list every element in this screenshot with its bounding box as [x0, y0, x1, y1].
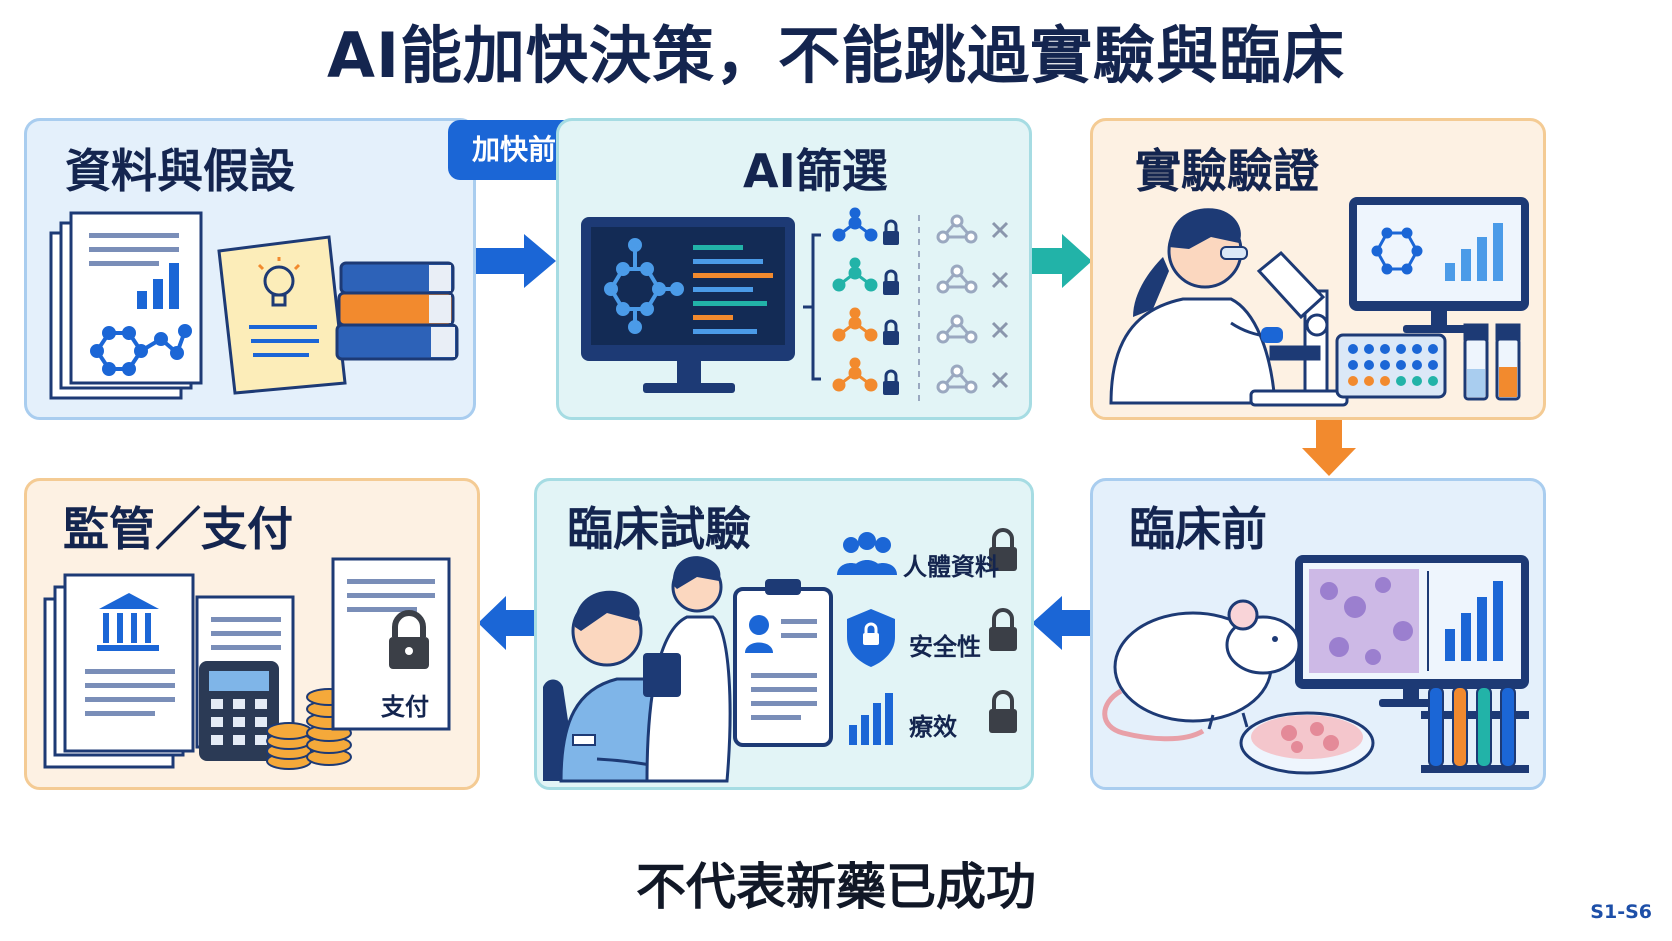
document-icon	[43, 573, 295, 769]
lightbulb-icon	[217, 235, 347, 395]
panel-preclinical: 臨床前	[1090, 478, 1546, 790]
lock-icon	[883, 219, 899, 395]
panel-title-trial: 臨床試驗	[567, 502, 751, 556]
trial-item-efficacy: 療效	[909, 713, 957, 741]
molecule-icon	[832, 207, 878, 392]
monitor-icon	[1295, 555, 1529, 707]
panel-experiment: 實驗驗證	[1090, 118, 1546, 420]
panel-title-screen: AI篩選	[743, 144, 888, 198]
trial-illustration	[543, 528, 1017, 783]
lock-icon	[389, 610, 429, 669]
panel-clinical-trial: 臨床試驗	[534, 478, 1034, 790]
slide-code: S1-S6	[1590, 901, 1652, 923]
panel-regulation-payment: 監管／支付	[24, 478, 480, 790]
x-icon	[991, 221, 1009, 389]
pay-label: 支付	[381, 693, 429, 721]
monitor-icon	[1349, 197, 1529, 333]
doctor-icon	[643, 556, 732, 783]
shield-icon	[847, 609, 895, 667]
panel-ai-screening: AI篩選	[556, 118, 1032, 420]
data-illustration	[49, 211, 459, 400]
petri-dish-icon	[1239, 711, 1375, 775]
arrow-right-1	[476, 234, 556, 288]
document-icon	[49, 211, 203, 400]
microscope-icon	[1249, 250, 1349, 407]
document-icon	[331, 557, 451, 731]
trial-item-human-data: 人體資料	[903, 553, 999, 581]
preclinical-illustration	[1102, 555, 1529, 775]
screening-illustration	[581, 207, 1009, 401]
books-icon	[335, 261, 459, 361]
arrow-left-2	[478, 596, 534, 650]
bar-chart-icon	[849, 693, 893, 745]
panel-title-regulation: 監管／支付	[63, 502, 293, 556]
monitor-icon	[581, 217, 795, 393]
page-title: AI能加快決策，不能跳過實驗與臨床	[326, 19, 1346, 92]
molecule-icon	[90, 324, 192, 376]
regulation-illustration	[43, 557, 451, 770]
arrow-left-1	[1032, 596, 1090, 650]
people-icon	[837, 532, 897, 575]
panel-title-data: 資料與假設	[65, 144, 295, 198]
footer-caption: 不代表新藥已成功	[636, 858, 1036, 916]
test-tube-icon	[1421, 686, 1529, 773]
vial-icon	[1463, 323, 1521, 401]
panel-data-hypothesis: 資料與假設	[24, 118, 476, 420]
mouse-icon	[1102, 599, 1301, 742]
lock-icon	[989, 528, 1017, 733]
molecule-icon	[1371, 227, 1423, 275]
coins-icon	[266, 688, 352, 770]
panel-title-preclinical: 臨床前	[1129, 502, 1267, 556]
bank-icon	[97, 593, 159, 651]
well-plate-icon	[1335, 333, 1447, 399]
scientist-icon	[1109, 208, 1283, 405]
molecule-icon	[936, 214, 978, 394]
calculator-icon	[199, 661, 279, 761]
clipboard-icon	[733, 579, 833, 747]
panel-title-experiment: 實驗驗證	[1135, 144, 1319, 198]
arrow-right-2	[1032, 234, 1092, 288]
molecule-icon	[604, 238, 684, 334]
experiment-illustration	[1109, 197, 1529, 407]
arrow-down	[1302, 420, 1356, 476]
trial-item-safety: 安全性	[909, 633, 981, 661]
